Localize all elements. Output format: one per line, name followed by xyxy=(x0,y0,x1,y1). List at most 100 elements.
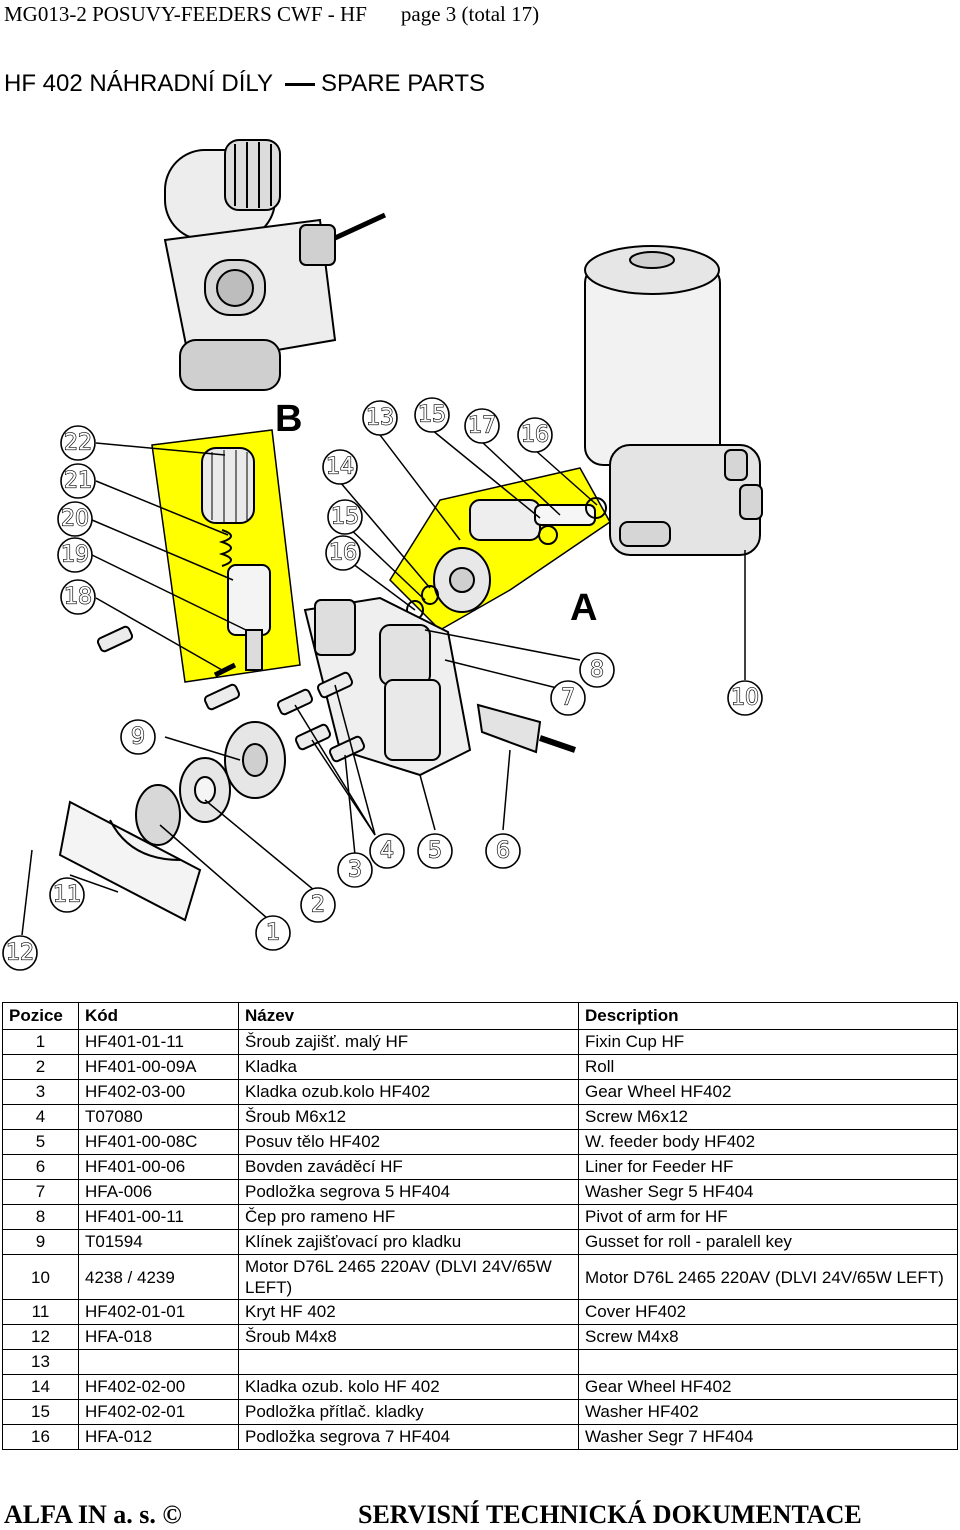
callout-2: 2 xyxy=(300,887,336,923)
assembly-label-b: B xyxy=(275,398,302,440)
svg-text:14: 14 xyxy=(326,455,354,480)
cell-desc: W. feeder body HF402 xyxy=(578,1129,958,1155)
cell-pos: 4 xyxy=(2,1104,79,1130)
callout-16-top: 16 xyxy=(517,417,553,453)
callout-12: 12 xyxy=(2,935,38,971)
cell-name: Kladka xyxy=(238,1054,579,1080)
svg-text:1: 1 xyxy=(266,921,280,946)
callout-10: 10 xyxy=(727,680,763,716)
callout-5: 5 xyxy=(417,833,453,869)
callout-16: 16 xyxy=(325,535,361,571)
title-dash xyxy=(284,83,315,87)
cell-pos: 7 xyxy=(2,1179,79,1205)
callout-15-top: 15 xyxy=(414,397,450,433)
cell-pos: 15 xyxy=(2,1399,79,1425)
cell-code: HF401-01-11 xyxy=(78,1029,239,1055)
svg-text:12: 12 xyxy=(6,941,34,966)
cell-pos: 11 xyxy=(2,1299,79,1325)
cell-name: Šroub zajišť. malý HF xyxy=(238,1029,579,1055)
cell-code: HF401-00-08C xyxy=(78,1129,239,1155)
svg-text:22: 22 xyxy=(64,431,92,456)
svg-text:16: 16 xyxy=(521,423,549,448)
callout-3: 3 xyxy=(337,852,373,888)
svg-text:5: 5 xyxy=(428,839,442,864)
cell-name: Bovden zaváděcí HF xyxy=(238,1154,579,1180)
cell-name: Šroub M6x12 xyxy=(238,1104,579,1130)
callout-22: 22 xyxy=(60,425,96,461)
assembled-feeder-illustration xyxy=(163,139,387,391)
cell-code: 4238 / 4239 xyxy=(78,1254,239,1300)
callout-6: 6 xyxy=(485,833,521,869)
cell-code: HF402-02-01 xyxy=(78,1399,239,1425)
cell-desc: Washer Segr 7 HF404 xyxy=(578,1424,958,1450)
footer-company: ALFA IN a. s. © xyxy=(4,1500,182,1529)
cell-name: Motor D76L 2465 220AV (DLVI 24V/65W LEFT… xyxy=(238,1254,579,1300)
cell-name: Kladka ozub. kolo HF 402 xyxy=(238,1374,579,1400)
cell-desc: Gear Wheel HF402 xyxy=(578,1374,958,1400)
cell-code: HF402-03-00 xyxy=(78,1079,239,1105)
cell-name xyxy=(238,1349,579,1375)
cell-code: T07080 xyxy=(78,1104,239,1130)
cell-desc: Roll xyxy=(578,1054,958,1080)
cell-desc: Fixin Cup HF xyxy=(578,1029,958,1055)
cell-desc: Screw M4x8 xyxy=(578,1324,958,1350)
cell-pos: 14 xyxy=(2,1374,79,1400)
cell-name: Podložka segrova 7 HF404 xyxy=(238,1424,579,1450)
svg-text:7: 7 xyxy=(561,686,575,711)
svg-text:15: 15 xyxy=(418,403,446,428)
callout-8: 8 xyxy=(579,652,615,688)
callout-7: 7 xyxy=(550,680,586,716)
liner-illustration xyxy=(476,703,576,754)
assembly-a-highlight xyxy=(389,467,611,631)
doc-code: MG013-2 POSUVY-FEEDERS CWF - HF xyxy=(4,2,367,26)
cell-desc: Liner for Feeder HF xyxy=(578,1154,958,1180)
cell-pos: 5 xyxy=(2,1129,79,1155)
motor-illustration xyxy=(584,245,763,556)
cell-pos: 16 xyxy=(2,1424,79,1450)
cell-code: HFA-012 xyxy=(78,1424,239,1450)
table-row: 13 xyxy=(2,1349,958,1375)
header-name: Název xyxy=(238,1002,579,1030)
cell-desc: Gusset for roll - paralell key xyxy=(578,1229,958,1255)
header-desc: Description xyxy=(578,1002,958,1030)
header-pos: Pozice xyxy=(2,1002,79,1030)
cell-pos: 3 xyxy=(2,1079,79,1105)
svg-text:15: 15 xyxy=(331,505,359,530)
cell-name: Klínek zajišťovací pro kladku xyxy=(238,1229,579,1255)
cell-name: Kladka ozub.kolo HF402 xyxy=(238,1079,579,1105)
cell-name: Podložka segrova 5 HF404 xyxy=(238,1179,579,1205)
callout-1: 1 xyxy=(255,915,291,951)
svg-text:2: 2 xyxy=(311,893,325,918)
header-code: Kód xyxy=(78,1002,239,1030)
cell-pos: 8 xyxy=(2,1204,79,1230)
svg-text:20: 20 xyxy=(61,507,89,532)
cell-desc: Gear Wheel HF402 xyxy=(578,1079,958,1105)
assembly-b-highlight xyxy=(151,429,301,683)
callout-21: 21 xyxy=(60,463,96,499)
cell-pos: 13 xyxy=(2,1349,79,1375)
callout-14: 14 xyxy=(322,449,358,485)
cell-pos: 6 xyxy=(2,1154,79,1180)
svg-text:3: 3 xyxy=(348,858,362,883)
cell-desc: Motor D76L 2465 220AV (DLVI 24V/65W LEFT… xyxy=(578,1254,958,1300)
callout-13: 13 xyxy=(362,400,398,436)
cell-desc: Screw M6x12 xyxy=(578,1104,958,1130)
callout-19: 19 xyxy=(57,537,93,573)
svg-text:6: 6 xyxy=(496,839,510,864)
cell-desc: Cover HF402 xyxy=(578,1299,958,1325)
svg-text:4: 4 xyxy=(380,839,394,864)
callout-17: 17 xyxy=(464,408,500,444)
